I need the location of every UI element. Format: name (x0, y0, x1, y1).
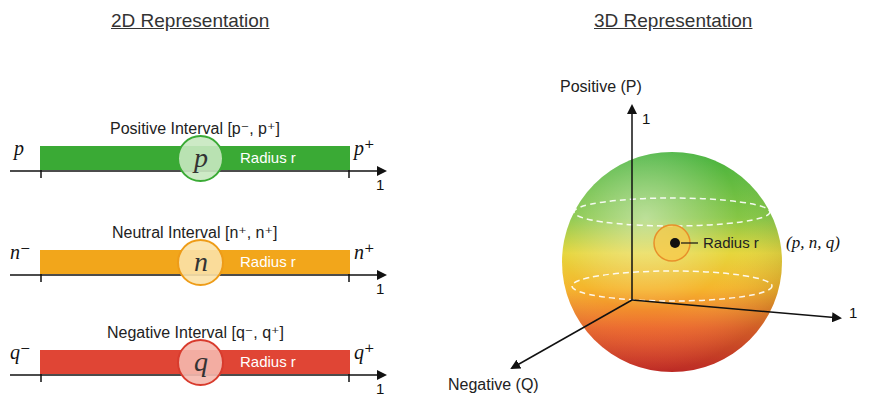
axis-max: 1 (376, 176, 384, 193)
interval-end: p⁺ (354, 137, 375, 160)
radius-label: Radius r (703, 234, 759, 251)
axis-max: 1 (376, 380, 384, 397)
axis-label: Positive (P) (560, 78, 642, 96)
radius-label: Radius r (240, 253, 296, 270)
value-symbol: n (194, 246, 208, 278)
axis-max: 1 (849, 304, 857, 321)
value-circle: q (177, 339, 224, 386)
radius-label: Radius r (240, 353, 296, 370)
axis-max: 1 (642, 110, 650, 127)
axis-lines (10, 164, 385, 382)
interval-bar: Neutral Interval [n⁺, n⁺]Radius rn (40, 250, 350, 274)
interval-end: n⁺ (354, 241, 375, 264)
value-circle: n (177, 239, 224, 286)
axis-max: 1 (376, 280, 384, 297)
value-symbol: q (194, 346, 208, 378)
section-heading: 3D Representation (594, 10, 752, 32)
sphere (562, 152, 782, 372)
point-label: (p, n, q) (786, 233, 840, 253)
section-heading: 2D Representation (111, 10, 269, 32)
value-symbol: p (194, 142, 208, 174)
axis-label: Negative (Q) (448, 376, 539, 394)
interval-bar: Negative Interval [q⁻, q⁺]Radius rq (40, 350, 350, 374)
interval-end: q⁺ (354, 341, 375, 364)
radius-label: Radius r (240, 149, 296, 166)
3d-axes (512, 106, 840, 368)
value-circle: p (177, 135, 224, 182)
interval-end: q⁻ (10, 341, 31, 364)
interval-bar: Positive Interval [p⁻, p⁺]Radius rp (40, 146, 350, 170)
interval-end: n⁻ (10, 241, 31, 264)
interval-end: p (14, 137, 24, 160)
